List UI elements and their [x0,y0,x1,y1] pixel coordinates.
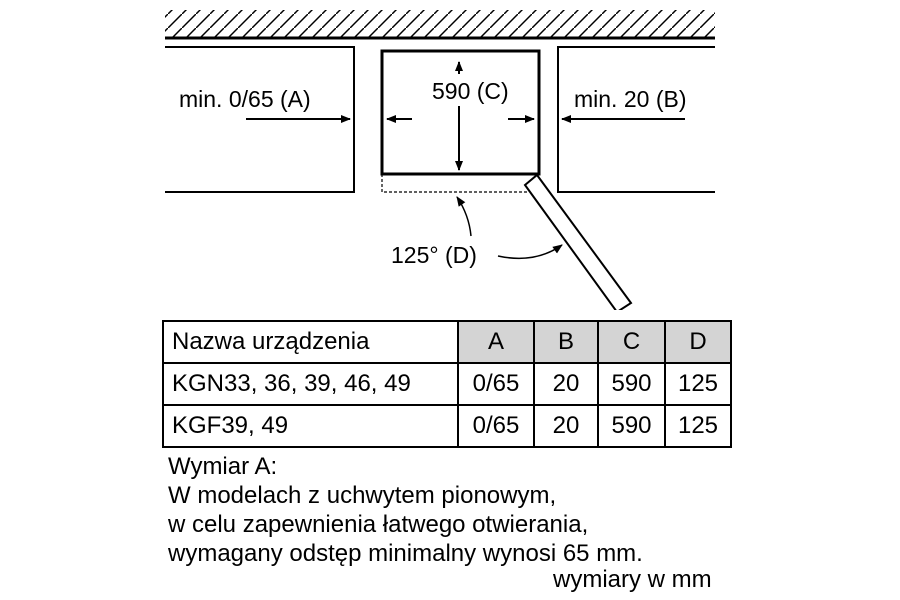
cell-d: 125 [664,404,732,448]
right-cabinet [557,46,715,193]
angle-arrow-right [497,244,563,260]
dimensions-table: Nazwa urządzenia A B C D KGN33, 36, 39, … [162,320,732,448]
cell-c: 590 [597,362,666,406]
label-angle-d: 125° (D) [391,242,477,268]
header-d: D [664,320,732,364]
cell-a: 0/65 [457,404,535,448]
header-a: A [457,320,535,364]
units-note: wymiary w mm [553,566,712,593]
cell-b: 20 [533,362,599,406]
cell-c: 590 [597,404,666,448]
label-width-c: 590 (C) [432,78,509,104]
cell-a: 0/65 [457,362,535,406]
note-line: Wymiar A: [168,453,278,480]
label-gap-b: min. 20 (B) [574,86,686,112]
left-cabinet [165,46,355,193]
label-gap-a: min. 0/65 (A) [179,86,311,112]
installation-diagram: min. 0/65 (A) 590 (C) min. 20 (B) 125° (… [165,10,715,310]
cell-device-name: KGN33, 36, 39, 46, 49 [162,362,459,406]
door-closed-outline [381,174,527,193]
header-device-name: Nazwa urządzenia [162,320,459,364]
table-row: KGN33, 36, 39, 46, 49 0/65 20 590 125 [162,362,732,406]
angle-arrow-left [456,196,472,237]
ceiling-hatch [165,10,715,38]
note-line: W modelach z uchwytem pionowym, [168,482,557,509]
cell-b: 20 [533,404,599,448]
cell-device-name: KGF39, 49 [162,404,459,448]
cell-d: 125 [664,362,732,406]
note-line: w celu zapewnienia łatwego otwierania, [168,511,589,538]
header-b: B [533,320,599,364]
note-line: wymagany odstęp minimalny wynosi 65 mm. [168,540,643,567]
appliance-body [380,49,541,176]
header-c: C [597,320,666,364]
door-open [523,173,633,310]
dimension-a-note: Wymiar A: W modelach z uchwytem pionowym… [168,452,643,568]
table-header-row: Nazwa urządzenia A B C D [162,320,732,364]
table-row: KGF39, 49 0/65 20 590 125 [162,404,732,448]
